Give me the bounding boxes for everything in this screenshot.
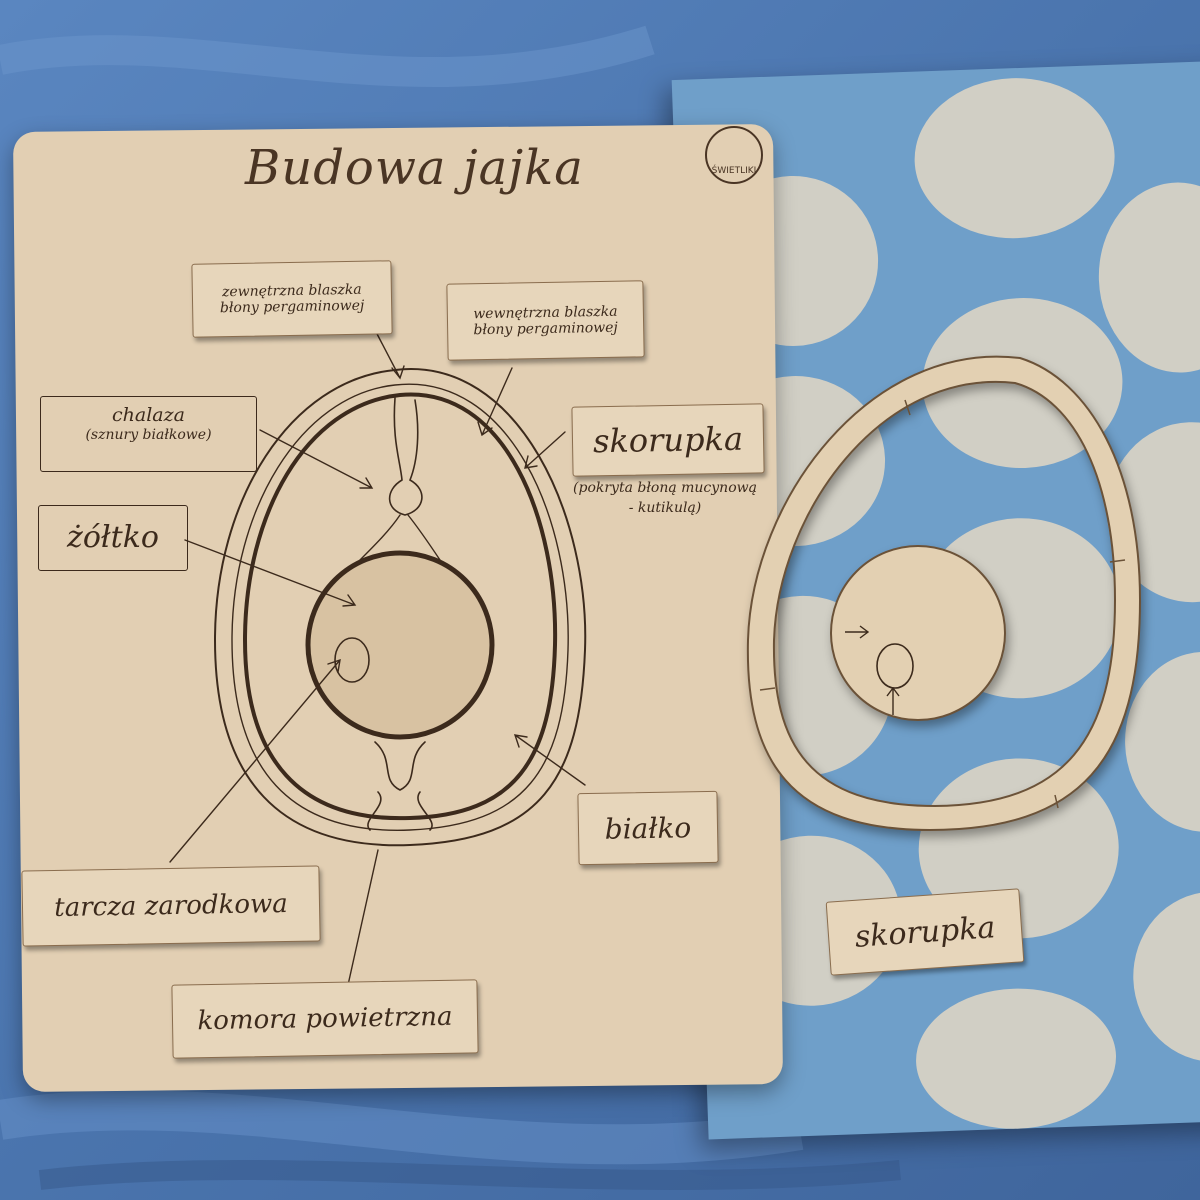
engraved-box-yolk: żółtko	[38, 505, 188, 571]
brand-logo: ŚWIETLIKI	[705, 126, 763, 184]
inner-membrane-piece	[242, 392, 558, 821]
germinal-disc	[334, 637, 370, 683]
chalaza-sublabel: (sznury białkowe)	[85, 427, 212, 443]
loose-tile-shell[interactable]: skorupka	[825, 888, 1025, 976]
arrow-chalaza	[259, 429, 374, 489]
shell-note-line: (pokryta błoną mucynową	[573, 480, 757, 496]
arrow-outer-membrane	[374, 329, 405, 380]
loose-yolk-piece	[830, 545, 1006, 721]
arrow-yolk	[184, 539, 357, 607]
shell-note: (pokryta błoną mucynową - kutikulą)	[550, 478, 780, 518]
loose-germinal-disc	[876, 643, 914, 689]
tile-text-line: skorupka	[853, 909, 997, 955]
logo-text: ŚWIETLIKI	[711, 166, 757, 176]
chalaza-label: chalaza	[112, 404, 185, 426]
shell-note-line: - kutikulą)	[628, 500, 702, 516]
egg-shell-outline	[213, 368, 587, 847]
board-title: Budowa jajka	[245, 140, 584, 196]
engraved-box-chalaza: chalaza (sznury białkowe)	[40, 396, 257, 472]
arrow-germinal-disc	[169, 658, 341, 863]
loose-shell-ring	[746, 355, 1142, 832]
arrow-albumen	[513, 734, 586, 786]
arrow-shell	[524, 431, 566, 469]
arrow-air-cell	[347, 849, 379, 986]
yolk-label: żółtko	[67, 520, 159, 555]
yolk-hole	[305, 550, 495, 740]
arrow-inner-membrane	[477, 367, 513, 437]
